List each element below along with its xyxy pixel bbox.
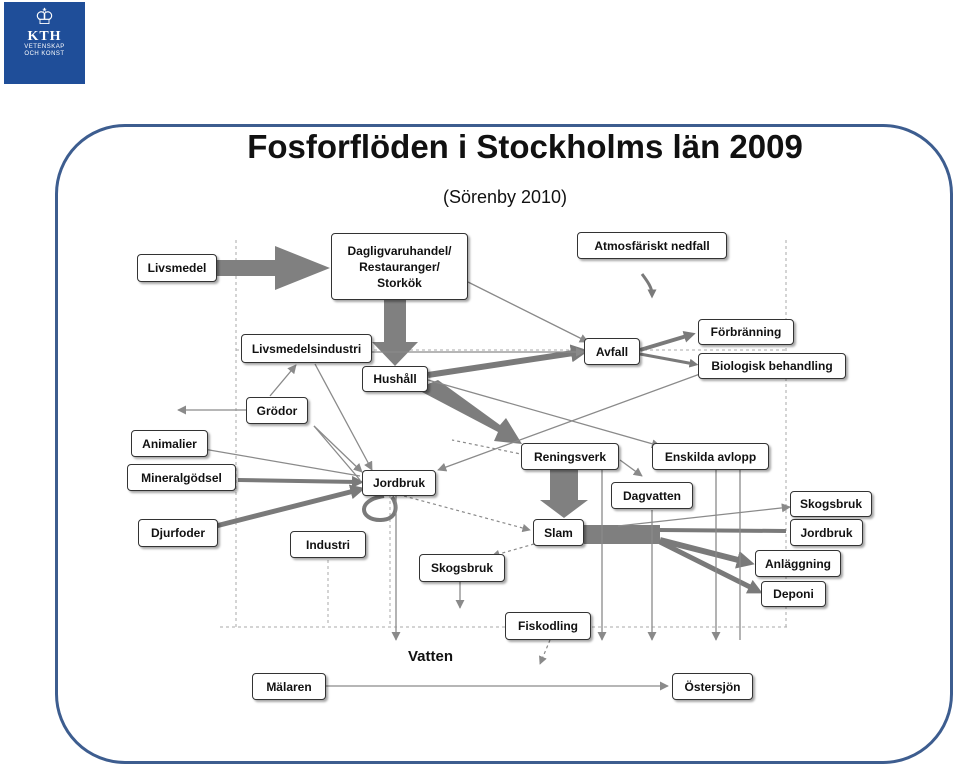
node-skogsbruk-right: Skogsbruk — [790, 491, 872, 517]
node-skogsbruk-mid: Skogsbruk — [419, 554, 505, 582]
page-subtitle: (Sörenby 2010) — [442, 187, 568, 207]
thin-flow-arrows — [177, 281, 791, 691]
node-label: Reningsverk — [533, 449, 607, 464]
node-label: Skogsbruk — [799, 497, 862, 511]
node-label: Anläggning — [765, 556, 831, 571]
medium-flow-arrows — [211, 273, 787, 594]
node-biologisk-behandling: Biologisk behandling — [698, 353, 846, 379]
node-label: Animalier — [142, 436, 197, 451]
node-dagligvaruhandel: Dagligvaruhandel/ Restauranger/ Storkök — [331, 233, 468, 300]
node-label: Östersjön — [684, 679, 741, 694]
node-label: Enskilda avlopp — [664, 449, 757, 464]
node-mineralgodsel: Mineralgödsel — [127, 464, 236, 491]
wide-flow-arrows — [217, 246, 660, 544]
node-livsmedelsindustri: Livsmedelsindustri — [241, 334, 372, 363]
node-fiskodling: Fiskodling — [505, 612, 591, 640]
node-label: Hushåll — [373, 372, 417, 386]
node-enskilda-avlopp: Enskilda avlopp — [652, 443, 769, 470]
logo-subtext-2: OCH KONST — [24, 51, 65, 57]
vatten-label: Vatten — [408, 648, 454, 665]
node-label: Industri — [306, 537, 350, 552]
node-label: Mälaren — [266, 679, 312, 694]
node-animalier: Animalier — [131, 430, 208, 457]
node-anlaggning: Anläggning — [755, 550, 841, 577]
node-forbranning: Förbränning — [698, 319, 794, 345]
node-dagvatten: Dagvatten — [611, 482, 693, 509]
node-label: Atmosfäriskt nedfall — [594, 238, 710, 253]
node-reningsverk: Reningsverk — [521, 443, 619, 470]
logo-subtext-1: VETENSKAP — [24, 44, 65, 50]
node-label: Dagvatten — [622, 488, 681, 503]
node-label: Livsmedel — [147, 261, 207, 275]
node-industri: Industri — [290, 531, 366, 558]
node-label: Livsmedelsindustri — [251, 341, 362, 356]
page-title: Fosforflöden i Stockholms län 2009 — [247, 128, 803, 165]
node-label: Slam — [544, 525, 573, 540]
node-avfall: Avfall — [584, 338, 640, 365]
node-jordbruk: Jordbruk — [362, 470, 436, 496]
node-hushall: Hushåll — [362, 366, 428, 392]
node-djurfoder: Djurfoder — [138, 519, 218, 547]
node-label: Biologisk behandling — [711, 359, 833, 373]
node-label: Jordbruk — [372, 476, 425, 490]
node-malaren: Mälaren — [252, 673, 326, 700]
node-label: Mineralgödsel — [141, 470, 222, 485]
node-deponi: Deponi — [761, 581, 826, 607]
node-label: Skogsbruk — [430, 561, 493, 575]
node-jordbruk-right: Jordbruk — [790, 519, 863, 546]
crown-icon: ♔ — [34, 4, 55, 29]
node-slam: Slam — [533, 519, 584, 546]
kth-logo: ♔ KTH VETENSKAP OCH KONST — [4, 2, 85, 84]
node-livsmedel: Livsmedel — [137, 254, 217, 282]
node-label: Dagligvaruhandel/ Restauranger/ Storkök — [347, 243, 452, 290]
node-label: Grödor — [256, 403, 298, 418]
node-label: Djurfoder — [151, 526, 205, 540]
node-label: Förbränning — [710, 325, 782, 339]
flow-diagram — [177, 240, 791, 691]
node-label: Deponi — [773, 587, 814, 601]
node-label: Avfall — [595, 344, 629, 359]
node-ostersjon: Östersjön — [672, 673, 753, 700]
node-label: Fiskodling — [518, 619, 578, 633]
node-label: Jordbruk — [800, 525, 853, 540]
logo-text: KTH — [27, 29, 62, 44]
node-atmosfariskt-nedfall: Atmosfäriskt nedfall — [577, 232, 727, 259]
node-grodor: Grödor — [246, 397, 308, 424]
